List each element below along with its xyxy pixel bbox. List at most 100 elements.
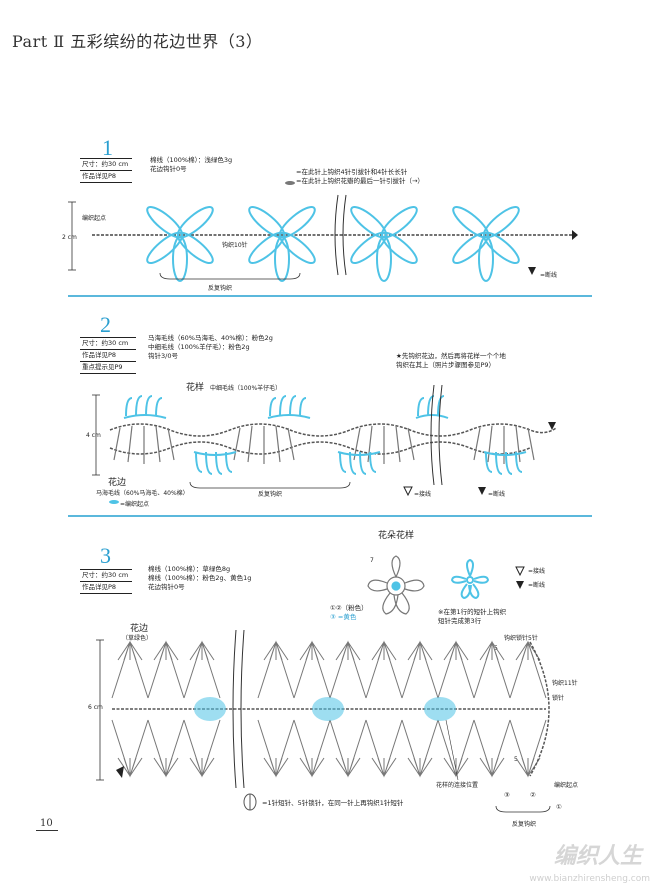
section-1-infobox: 尺寸：约30 cm 作品详见P8 — [80, 158, 132, 183]
section-1-flower — [248, 206, 316, 282]
section-3-flower-title: 花朵花样 — [378, 531, 415, 541]
section-3-flower-note: ※在第1行的短针上钩织 短针完成第3行 — [438, 608, 506, 626]
section-2-materials: 马海毛线（60%马海毛、40%棉）：粉色2g 中细毛线（100%羊仔毛）：粉色2… — [148, 334, 273, 361]
watermark-logo: 编织人生 — [553, 844, 642, 869]
section-1-chain-label: 钩织10针 — [222, 242, 248, 249]
cut-symbol-icon — [516, 581, 524, 589]
section-3-circle-2: ② — [530, 791, 536, 799]
section-3-diagram — [96, 555, 551, 813]
section-3-ref: 作品详见P8 — [82, 583, 117, 591]
section-3-flower-note-1: ※在第1行的短针上钩织 — [438, 608, 507, 616]
section-3-color-2: ③ =黄色 — [330, 613, 357, 621]
section-1-note-1: =在此针上钩织4针引拔针和4针长长针 — [296, 168, 408, 176]
section-3-bottom-note: =1针短针、5针锁针，在同一针上再钩织1针短针 — [262, 799, 404, 807]
section-2-cut-label: =断线 — [488, 491, 506, 498]
start-arrow-icon — [116, 766, 124, 778]
section-1-material-1: 棉线（100%棉）：浅绿色3g — [150, 156, 233, 164]
section-2-edge-chain — [109, 423, 557, 437]
connect-highlight — [312, 697, 344, 721]
note-symbol-icon — [243, 793, 257, 811]
section-2-repeat-label: 反复钩织 — [258, 491, 283, 498]
section-divider — [68, 295, 592, 297]
section-2-repeat-bracket — [189, 481, 351, 489]
section-1-materials: 棉线（100%棉）：浅绿色3g 花边钩针0号 — [150, 156, 232, 174]
section-3-flower-blue — [450, 558, 490, 600]
section-2-flower-yarn: 中细毛线（100%羊仔毛） — [210, 385, 282, 392]
note-gray-symbol-icon — [285, 181, 295, 185]
section-1-diagram — [68, 181, 578, 282]
section-divider — [68, 515, 592, 517]
section-2-infobox: 尺寸：约30 cm 作品详见P8 重点提示见P9 — [80, 337, 136, 374]
connect-highlight — [424, 697, 456, 721]
section-3-material-1: 棉线（100%棉）：草绿色8g — [148, 565, 231, 573]
start-symbol-icon — [109, 500, 119, 504]
section-3-circle-3: ③ — [504, 791, 510, 799]
section-1-flower — [350, 206, 418, 282]
section-3-start-label: 编织起点 — [554, 782, 579, 789]
section-2-start-label: =编织起点 — [120, 501, 150, 508]
section-2-flower-label: 花样 — [186, 383, 205, 393]
section-1-notes: =在此针上钩织4针引拔针和4针长长针 =在此针上钩织花瓣的最后一针引拔针（→） — [296, 168, 424, 186]
section-3-repeat-bracket — [495, 805, 551, 813]
page-number-rule — [36, 830, 58, 831]
section-1-repeat-bracket — [159, 272, 301, 280]
section-1-note-2: =在此针上钩织花瓣的最后一针引拔针（→） — [296, 177, 424, 185]
join-symbol-icon — [403, 486, 413, 497]
section-1-repeat-label: 反复钩织 — [208, 285, 233, 292]
section-3-materials: 棉线（100%棉）：草绿色8g 棉线（100%棉）：粉色2g、黄色1g 花边钩针… — [148, 565, 251, 592]
section-3-size: 尺寸：约30 cm — [80, 570, 132, 582]
section-2-note-1: ★先钩织花边，然后再将花样一个个地 — [396, 352, 506, 360]
section-3-flower-chart — [367, 555, 425, 615]
section-2-number: 2 — [100, 312, 111, 337]
section-3-material-3: 花边钩针0号 — [148, 583, 185, 591]
connect-highlight — [194, 697, 226, 721]
section-2-diagram — [92, 384, 557, 504]
section-1-flower — [452, 206, 520, 282]
cut-symbol-icon — [478, 487, 486, 495]
watermark-url: www.bianzhirensheng.com — [529, 874, 650, 884]
section-3-cut-label: =断线 — [528, 582, 546, 589]
section-1-height-label: 2 cm — [62, 234, 77, 241]
section-2-height-label: 4 cm — [86, 432, 101, 439]
section-3-row-num: 5 — [514, 756, 518, 763]
section-2-material-2: 中细毛线（100%羊仔毛）：粉色2g — [148, 343, 250, 351]
section-3-chain11-line-2: 锁针 — [552, 695, 565, 702]
section-3-circle-1: ① — [556, 803, 562, 811]
section-3-flower-num: 7 — [370, 557, 374, 564]
section-1-ref: 作品详见P8 — [82, 172, 117, 180]
section-2-gray-shells — [113, 425, 535, 464]
section-3-end-arc — [529, 641, 550, 777]
section-3-chain5-label: 钩织锁针5针 — [504, 635, 538, 642]
join-symbol-icon — [515, 566, 525, 577]
page-title: Part Ⅱ 五彩缤纷的花边世界（3） — [12, 32, 263, 51]
section-3-flower-note-2: 短针完成第3行 — [438, 617, 482, 625]
section-2-size: 尺寸：约30 cm — [80, 338, 136, 350]
section-3-chain11-line-1: 钩织11针 — [552, 680, 578, 687]
section-3-material-2: 棉线（100%棉）：粉色2g、黄色1g — [148, 574, 252, 582]
section-2-note: ★先钩织花边，然后再将花样一个个地 钩织在其上（照片步骤图参见P9） — [396, 352, 506, 370]
section-3-fan-row-top — [111, 640, 547, 699]
section-2-blue-flowers-top — [123, 395, 449, 419]
section-3-edge-label: 花边 — [130, 624, 149, 634]
section-2-material-3: 钩针3/0号 — [148, 352, 178, 360]
page-number: 10 — [40, 818, 53, 829]
section-3-connect-label: 花样的连接位置 — [436, 782, 479, 789]
section-1-material-2: 花边钩针0号 — [150, 165, 187, 173]
section-3-number: 3 — [100, 543, 111, 568]
section-1-number: 1 — [102, 135, 113, 160]
section-3-chain11-label: 钩织11针 锁针 — [552, 678, 578, 702]
section-3-edge-color: （草绿色） — [122, 635, 153, 642]
section-3-infobox: 尺寸：约30 cm 作品详见P8 — [80, 569, 132, 594]
section-2-edge-yarn: 马海毛线（60%马海毛、40%棉） — [96, 490, 189, 497]
section-2-tip: 重点提示见P9 — [82, 363, 123, 371]
section-2-join-label: =接线 — [414, 491, 432, 498]
section-3-fan-row-bottom — [111, 719, 547, 778]
break-mark — [334, 194, 339, 276]
section-3-join-label: =接线 — [528, 568, 546, 575]
section-2-material-1: 马海毛线（60%马海毛、40%棉）：粉色2g — [148, 334, 273, 342]
section-1-size: 尺寸：约30 cm — [80, 159, 132, 171]
section-2-edge-label: 花边 — [108, 478, 127, 488]
section-2-ref: 作品详见P8 — [80, 350, 136, 362]
section-1-flower — [146, 206, 214, 282]
section-1-cut-label: =断线 — [540, 272, 558, 279]
